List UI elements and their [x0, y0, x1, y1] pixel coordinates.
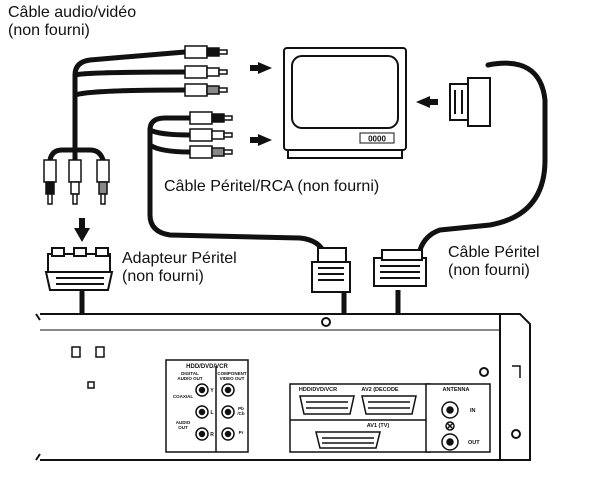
svg-text:AUDIO: AUDIO — [176, 420, 191, 425]
svg-text:Pb: Pb — [238, 406, 244, 411]
svg-text:IN: IN — [470, 408, 476, 414]
scart-adapter-label: Adapteur Péritel (non fourni) — [122, 250, 237, 285]
rca-plugs-av-top — [184, 45, 228, 97]
scart-plug-left — [311, 247, 351, 293]
scart-adapter-icon — [44, 247, 114, 291]
svg-text:HDD/DVD/VCR: HDD/DVD/VCR — [299, 387, 337, 393]
arrow-down-adapter — [74, 228, 90, 242]
svg-text:AV1 (TV): AV1 (TV) — [367, 423, 390, 429]
svg-text:HDD/DVD/VCR: HDD/DVD/VCR — [186, 364, 228, 370]
antenna-panel: ANTENNA IN OUT — [425, 383, 491, 453]
svg-text:ANTENNA: ANTENNA — [443, 387, 470, 393]
svg-text:Pr: Pr — [239, 430, 244, 435]
svg-text:Y: Y — [210, 388, 214, 394]
scart-cable-line — [417, 60, 548, 253]
arrow-to-tv-2 — [258, 134, 272, 146]
rca-plugs-scart-rca — [189, 111, 233, 159]
svg-text:AUDIO OUT: AUDIO OUT — [177, 376, 203, 381]
svg-text:/Cb: /Cb — [237, 411, 245, 416]
av-cable-line — [72, 49, 188, 163]
svg-text:VIDEO OUT: VIDEO OUT — [220, 376, 245, 381]
scart-plug-tv — [449, 77, 491, 127]
rca-plugs-av-left — [43, 159, 110, 205]
scart-cable-label: Câble Péritel (non fourni) — [448, 244, 540, 279]
jack-panel: HDD/DVD/VCR DIGITAL AUDIO OUT COMPONENT … — [165, 359, 249, 453]
svg-text:AV2 (DECODE: AV2 (DECODE — [361, 387, 399, 393]
scart-plug-right — [373, 249, 427, 287]
svg-text:OUT: OUT — [468, 440, 480, 446]
arrow-from-scart — [416, 96, 430, 108]
svg-text:COMPONENT: COMPONENT — [217, 371, 247, 376]
svg-text:R: R — [210, 432, 214, 438]
scart-rca-cable-label: Câble Péritel/RCA (non fourni) — [164, 178, 380, 195]
svg-text:DIGITAL: DIGITAL — [181, 371, 199, 376]
av-cable-label: Câble audio/vidéo (non fourni) — [8, 4, 137, 39]
tv-icon: 0000 — [283, 47, 407, 159]
scart-sockets: HDD/DVD/VCR AV2 (DECODE AV1 (TV) — [289, 383, 431, 453]
svg-text:COAXIAL: COAXIAL — [173, 394, 194, 399]
arrow-to-tv-1 — [258, 62, 272, 74]
svg-text:OUT: OUT — [178, 425, 188, 430]
svg-text:L: L — [210, 410, 213, 416]
svg-text:0000: 0000 — [368, 135, 386, 144]
